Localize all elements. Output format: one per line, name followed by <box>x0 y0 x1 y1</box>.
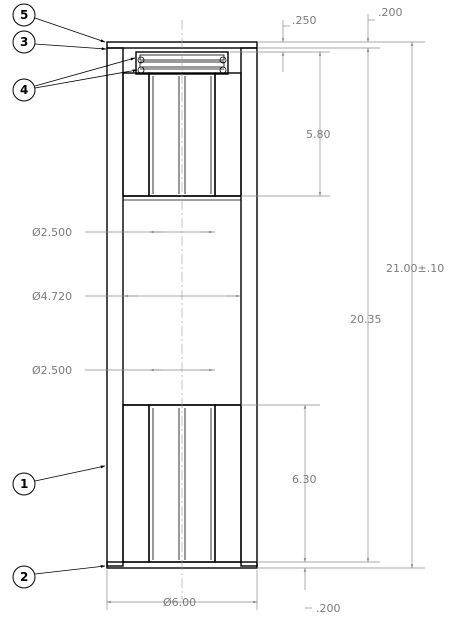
outer-diameter-label: Ø6.00 <box>163 596 196 609</box>
balloon-3: 3 <box>12 30 107 54</box>
upper-bore-dim-label: Ø2.500 <box>32 226 72 239</box>
overall-length-label: 21.00±.10 <box>386 262 444 275</box>
balloon-1: 1 <box>12 465 106 496</box>
balloon-4: 4 <box>12 57 138 102</box>
svg-text:2: 2 <box>20 570 28 584</box>
right-dims <box>230 14 425 609</box>
lower-bore-dim-label: Ø2.500 <box>32 364 72 377</box>
top-thickness-250-label: .250 <box>292 14 317 27</box>
mid-bore-dim-label: Ø4.720 <box>32 290 72 303</box>
svg-text:4: 4 <box>20 83 28 97</box>
balloon-5: 5 <box>12 3 106 43</box>
bottom-thickness-label: .200 <box>316 602 341 615</box>
svg-text:3: 3 <box>20 35 28 49</box>
lower-insert-depth-label: 6.30 <box>292 473 317 486</box>
svg-text:1: 1 <box>20 477 28 491</box>
diameter-dims <box>85 230 241 372</box>
outer-diameter-dim <box>106 570 258 610</box>
upper-insert-depth-label: 5.80 <box>306 128 331 141</box>
balloon-2: 2 <box>12 565 106 589</box>
svg-text:5: 5 <box>20 8 28 22</box>
top-thickness-200-label: .200 <box>378 6 403 19</box>
inner-length-label: 20.35 <box>350 313 382 326</box>
